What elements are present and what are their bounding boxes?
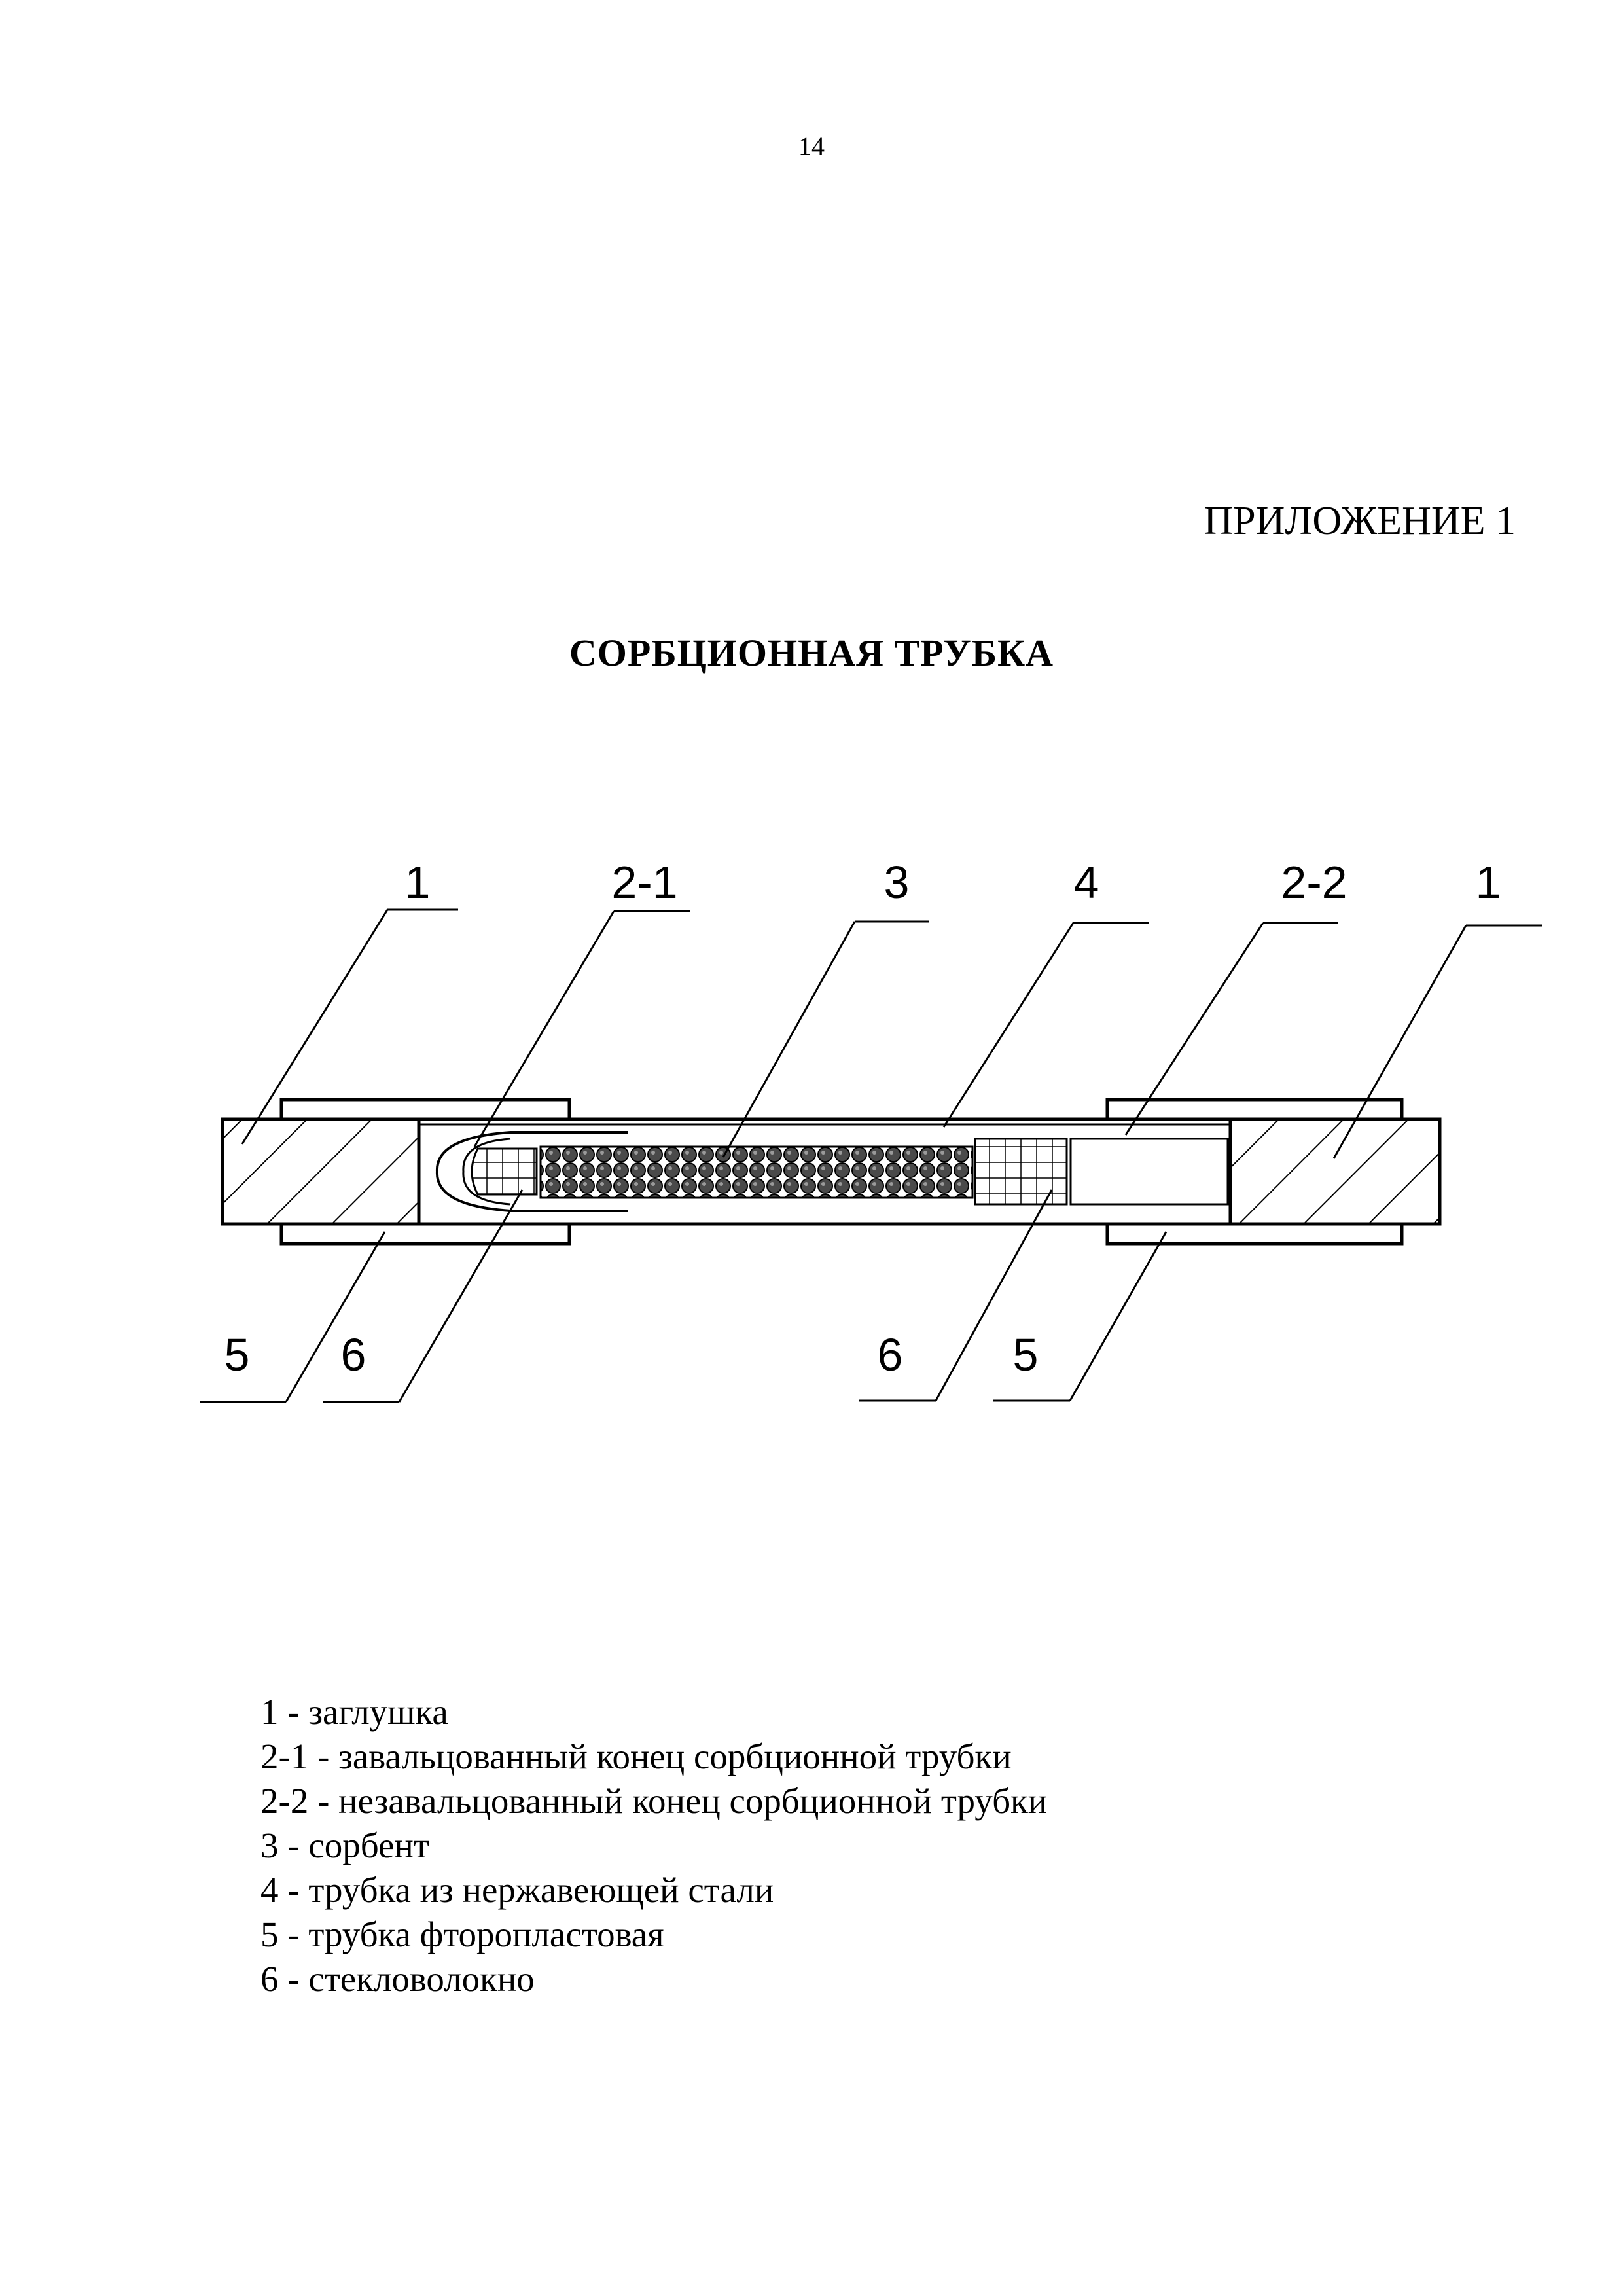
sorption-tube-diagram: 1 2-1 3 4 2-2 1 5 6 6 5 (200, 857, 1542, 1403)
legend-item: 1 - заглушка (260, 1692, 448, 1732)
plug-left (221, 1117, 421, 1226)
callout-bottom-4: 5 (1013, 1329, 1039, 1380)
callout-top-3: 3 (884, 857, 910, 908)
callout-bottom-1: 5 (224, 1329, 250, 1380)
page-number: 14 (798, 132, 825, 161)
callout-top-6: 1 (1476, 857, 1501, 908)
glass-wool-right (974, 1138, 1068, 1206)
sorbent (539, 1145, 974, 1199)
callout-top-5: 2-2 (1281, 857, 1347, 908)
callout-top-2: 2-1 (611, 857, 677, 908)
callout-bottom-2: 6 (341, 1329, 366, 1380)
glass-wool-left (471, 1147, 538, 1196)
document-title: СОРБЦИОННАЯ ТРУБКА (569, 632, 1054, 674)
legend-list: 1 - заглушка 2-1 - завальцованный конец … (260, 1690, 1047, 2001)
legend-item: 6 - стекловолокно (260, 1959, 535, 1999)
callout-bottom-3: 6 (878, 1329, 903, 1380)
legend-item: 3 - сорбент (260, 1825, 429, 1865)
open-end (1069, 1138, 1229, 1206)
legend-item: 4 - трубка из нержавеющей стали (260, 1870, 774, 1910)
leader-lines-top (241, 908, 1542, 1159)
appendix-label: ПРИЛОЖЕНИЕ 1 (1204, 499, 1516, 543)
rolled-end (435, 1131, 628, 1212)
leader-lines-bottom (200, 1189, 1168, 1403)
callout-top-4: 4 (1074, 857, 1099, 908)
legend-item: 5 - трубка фторопластовая (260, 1914, 664, 1954)
legend-item: 2-1 - завальцованный конец сорбционной т… (260, 1736, 1012, 1776)
legend-item: 2-2 - незавальцованный конец сорбционной… (260, 1781, 1048, 1821)
callout-top-1: 1 (405, 857, 431, 908)
plug-right (1228, 1117, 1442, 1226)
